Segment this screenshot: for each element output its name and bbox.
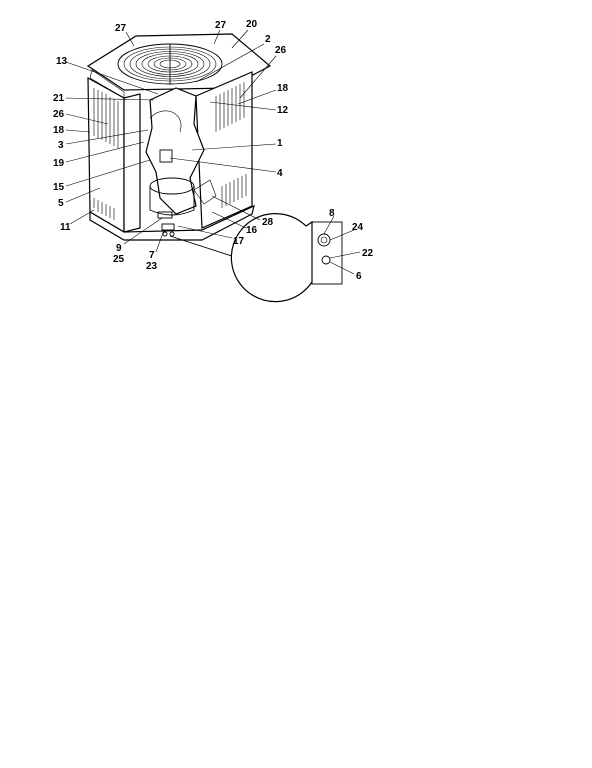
label-9: 9 [116, 243, 122, 254]
label-23: 23 [146, 261, 158, 272]
label-25: 25 [113, 254, 125, 265]
label-16: 16 [246, 225, 258, 236]
label-26a: 26 [275, 45, 287, 56]
detail-inset [230, 213, 343, 303]
label-26b: 26 [53, 109, 65, 120]
label-3: 3 [58, 140, 64, 151]
part-number-labels: 27 27 20 2 26 13 18 12 21 26 18 1 3 19 4… [53, 19, 374, 282]
label-1: 1 [277, 138, 283, 149]
label-20: 20 [246, 19, 258, 30]
label-7: 7 [149, 250, 155, 261]
label-12: 12 [277, 105, 289, 116]
label-27a: 27 [115, 23, 127, 34]
label-2: 2 [265, 34, 271, 45]
label-11: 11 [60, 222, 71, 233]
service-valves-icon [157, 211, 175, 237]
control-box-icon [159, 149, 173, 163]
label-17: 17 [233, 236, 245, 247]
label-15: 15 [53, 182, 65, 193]
leader-lines [65, 29, 361, 275]
fan-grille-icon [117, 43, 223, 85]
label-18b: 18 [53, 125, 65, 136]
condenser-unit-drawing [86, 33, 313, 283]
label-18a: 18 [277, 83, 289, 94]
label-8: 8 [329, 208, 335, 219]
label-28: 28 [262, 217, 274, 228]
label-21: 21 [53, 93, 65, 104]
label-5: 5 [58, 198, 64, 209]
high-pressure-switch-icon [317, 233, 331, 247]
label-24: 24 [352, 222, 364, 233]
label-6: 6 [356, 271, 362, 282]
label-27b: 27 [215, 20, 227, 31]
label-13: 13 [56, 56, 68, 67]
left-coil-louvers [93, 88, 119, 220]
label-22: 22 [362, 248, 374, 259]
label-4: 4 [277, 168, 283, 179]
right-coil-louvers [215, 82, 247, 208]
label-19: 19 [53, 158, 65, 169]
fitting-icon [321, 255, 331, 265]
